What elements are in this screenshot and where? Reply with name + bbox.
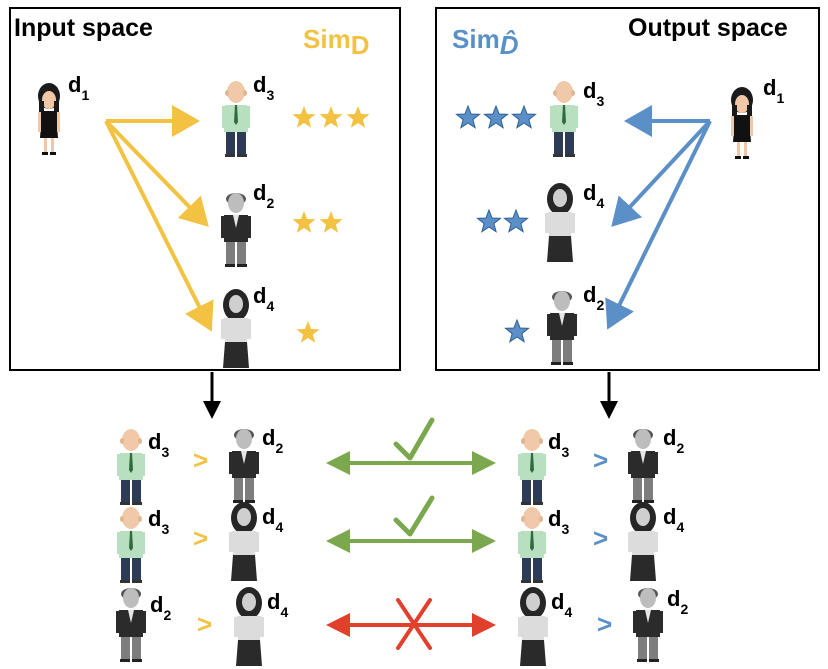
comparison-row-2: d3 > d4 d3 > d4 [117,495,684,583]
person-d2 [229,429,259,503]
person-d4 [229,502,259,581]
cross-icon [396,598,432,650]
greater-than-output: > [593,523,608,553]
person-d4-input [221,289,251,368]
output-sim-label: SimD̂ [452,24,519,60]
label-d2-input: d2 [253,180,274,211]
output-space-title: Output space [628,14,788,42]
label-d4: d4 [551,589,572,620]
label-d3: d3 [548,506,569,537]
arrow-input-to-d2 [104,119,209,227]
label-d3: d3 [148,429,169,460]
person-d4 [518,587,548,666]
label-d4: d4 [267,589,288,620]
greater-than-output: > [593,445,608,475]
label-d4: d4 [663,504,684,535]
arrow-output-to-d4 [611,119,712,227]
label-d3: d3 [148,506,169,537]
greater-than-input: > [193,445,208,475]
label-d2: d2 [667,586,688,617]
check-icon [393,495,435,537]
comparison-row-1: d3 > d2 d3 > d2 [117,417,684,505]
label-d2: d2 [150,592,171,623]
check-icon [393,417,435,461]
input-space-title: Input space [14,14,153,42]
label-d3: d3 [548,429,569,460]
label-d4-output: d4 [583,180,604,211]
person-d3 [518,429,546,505]
label-d3-output: d3 [583,78,604,109]
person-d3 [518,507,546,583]
output-space-panel [435,7,820,371]
arrow-output-to-d2 [605,120,712,330]
label-d1-output: d1 [763,75,784,106]
label-d3-input: d3 [253,72,274,103]
greater-than-output: > [597,609,612,639]
input-sim-label: SimD [303,24,369,60]
greater-than-input: > [197,609,212,639]
person-d2 [633,588,663,662]
label-d2: d2 [262,425,283,456]
person-d2 [116,588,146,662]
comparison-row-3: d2 > d4 d4 > d2 [116,586,688,666]
person-d4-output [545,183,575,262]
label-d2-output: d2 [583,282,604,313]
label-d2: d2 [663,425,684,456]
person-d3 [117,429,145,505]
person-d2 [628,429,658,503]
label-d4-input: d4 [253,283,274,314]
person-d4 [234,587,264,666]
arrow-input-to-d4 [104,120,214,332]
greater-than-input: > [193,523,208,553]
label-d1-input: d1 [68,72,89,103]
person-d4 [628,502,658,581]
label-d4: d4 [262,504,283,535]
person-d3 [117,507,145,583]
